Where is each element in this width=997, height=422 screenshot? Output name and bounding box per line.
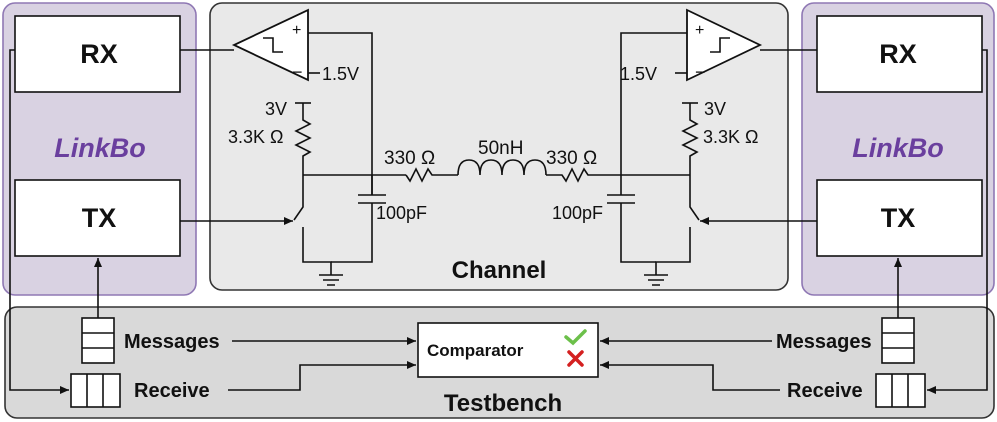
right-rx-label: RX bbox=[879, 39, 917, 69]
right-message-queue bbox=[881, 317, 915, 364]
right-vsupply: 3V bbox=[704, 99, 726, 119]
right-cap: 100pF bbox=[552, 203, 603, 223]
left-cap: 100pF bbox=[376, 203, 427, 223]
left-rx-box bbox=[14, 15, 181, 93]
left-comp-minus: − bbox=[292, 62, 303, 82]
right-vref: 1.5V bbox=[620, 64, 657, 84]
channel-panel bbox=[209, 2, 789, 291]
right-pullup: 3.3K Ω bbox=[703, 127, 759, 147]
right-messages-label: Messages bbox=[776, 331, 872, 353]
left-messages-label: Messages bbox=[124, 331, 220, 353]
left-receive-queue bbox=[70, 373, 121, 408]
left-vref: 1.5V bbox=[322, 64, 359, 84]
right-series-resistor: 330 Ω bbox=[546, 148, 597, 169]
left-vsupply: 3V bbox=[265, 99, 287, 119]
left-rx-label: RX bbox=[80, 39, 118, 69]
inductor-label: 50nH bbox=[478, 138, 523, 159]
cross-icon bbox=[567, 350, 584, 367]
comparator-label: Comparator bbox=[427, 341, 524, 360]
left-series-resistor: 330 Ω bbox=[384, 148, 435, 169]
right-rx-box bbox=[816, 15, 983, 93]
left-brand: LinkBo bbox=[54, 133, 146, 163]
right-comp-minus: − bbox=[695, 62, 706, 82]
left-message-queue bbox=[81, 317, 115, 364]
check-icon bbox=[564, 329, 587, 346]
comparator-box bbox=[417, 322, 599, 378]
left-tx-box bbox=[14, 179, 181, 257]
right-receive-label: Receive bbox=[787, 380, 863, 402]
right-tx-label: TX bbox=[881, 203, 916, 233]
testbench-title: Testbench bbox=[444, 390, 562, 417]
left-pullup: 3.3K Ω bbox=[228, 127, 284, 147]
left-receive-label: Receive bbox=[134, 380, 210, 402]
channel-title: Channel bbox=[452, 257, 547, 284]
left-comp-plus: + bbox=[292, 22, 301, 39]
right-receive-queue bbox=[875, 373, 926, 408]
right-tx-box bbox=[816, 179, 983, 257]
left-comparator: + − bbox=[231, 8, 309, 82]
right-comparator: + − bbox=[686, 8, 763, 82]
right-comp-plus: + bbox=[695, 22, 704, 39]
right-brand: LinkBo bbox=[852, 133, 944, 163]
left-tx-label: TX bbox=[82, 203, 117, 233]
